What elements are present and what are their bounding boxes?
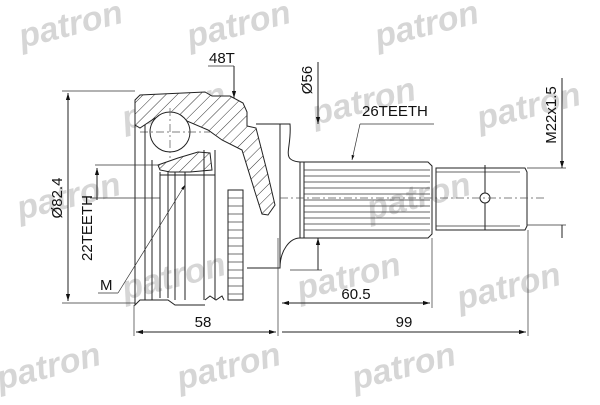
dim-shaft-diameter: Ø56 [290,62,322,271]
svg-text:patron: patron [472,75,585,138]
svg-text:patron: patron [14,0,127,56]
dim-outer-spline: 26TEETH [351,103,434,161]
threaded-stub [435,165,528,231]
svg-text:patron: patron [172,335,285,398]
svg-text:60.5: 60.5 [341,286,370,303]
dim-length-stub: 99 [282,230,529,336]
svg-text:patron: patron [370,0,483,56]
dim-outer-diameter: Ø82.4 [49,90,135,304]
dim-length-spline: 60.5 [282,238,433,308]
marker-m-label: M [98,184,186,294]
svg-text:26TEETH: 26TEETH [362,103,428,120]
svg-text:Ø56: Ø56 [299,66,316,94]
shaft-neck [247,123,301,269]
dim-outer-teeth: 48T [208,50,237,98]
svg-text:patron: patron [362,165,475,228]
svg-text:99: 99 [396,314,413,331]
svg-text:patron: patron [117,245,230,308]
abs-ring [227,189,244,301]
svg-text:patron: patron [452,255,565,318]
splined-shaft [299,161,433,239]
dim-inner-spline: 22TEETH [79,164,160,261]
svg-text:48T: 48T [209,50,235,67]
svg-text:58: 58 [195,314,212,331]
svg-text:Ø82.4: Ø82.4 [49,178,66,219]
svg-text:M22x1.5: M22x1.5 [543,86,560,144]
bell-housing [134,91,276,307]
dim-length-bell: 58 [133,238,279,336]
svg-text:patron: patron [182,0,295,56]
dim-thread: M22x1.5 [527,78,566,238]
svg-text:patron: patron [0,335,105,398]
svg-text:22TEETH: 22TEETH [79,195,96,261]
svg-text:M: M [100,277,113,294]
svg-text:patron: patron [347,335,460,398]
svg-text:patron: patron [307,70,420,133]
